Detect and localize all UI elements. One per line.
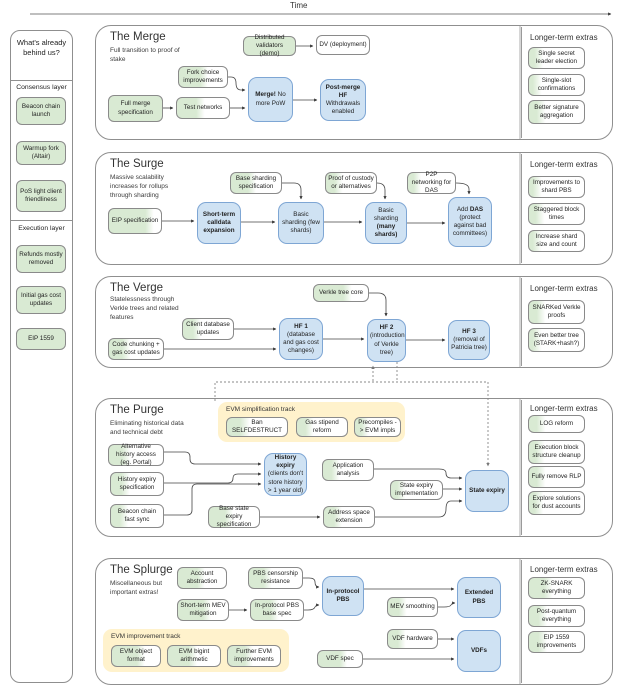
box-p2p-networking-das: P2P networking for DAS: [407, 171, 456, 194]
splurge-title: The Splurge: [110, 564, 173, 576]
box-hf3: HF 3 (removal of Patricia tree): [448, 320, 490, 360]
box-history-expiry-spec: History expiry specification: [110, 472, 164, 496]
purge-title: The Purge: [110, 404, 164, 416]
box-beacon-chain-launch: Beacon chain launch: [16, 97, 66, 125]
box-merge: Merge! No more PoW: [248, 77, 293, 122]
box-ban-selfdestruct: Ban SELFDESTRUCT: [226, 417, 288, 437]
box-code-chunking: Code chunking + gas cost updates: [108, 338, 164, 360]
box-evm-object-format: EVM object format: [111, 645, 161, 667]
sidebar-group-consensus: Consensus layer: [16, 84, 67, 91]
box-log-reform: LOG reform: [528, 415, 585, 433]
box-short-term-calldata: Short-term calldata expansion: [197, 202, 241, 244]
box-vdf-spec: VDF spec: [317, 650, 363, 668]
splurge-extras-title: Longer-term extras: [530, 565, 598, 574]
box-proof-of-custody: Proof of custody or alternatives: [325, 172, 377, 194]
merge-title: The Merge: [110, 31, 166, 43]
box-pbs-censorship-resistance: PBS censorship resistance: [248, 567, 303, 589]
verge-extras-title: Longer-term extras: [530, 284, 598, 293]
box-extended-pbs: Extended PBS: [457, 577, 501, 618]
box-execution-block-cleanup: Execution block structure cleanup: [528, 440, 585, 464]
box-in-protocol-pbs-base-spec: In-protocol PBS base spec: [250, 599, 304, 621]
extras-divider: [521, 560, 522, 683]
box-evm-bigint-arithmetic: EVM bigint arithmetic: [167, 645, 221, 667]
extras-divider: [521, 154, 522, 263]
box-hf1: HF 1 (database and gas cost changes): [279, 318, 323, 360]
box-hf2: HF 2 (introduction of Verkle tree): [367, 319, 406, 362]
panel-the-verge: [95, 276, 613, 368]
merge-extras-title: Longer-term extras: [530, 33, 598, 42]
extras-divider: [521, 400, 522, 535]
evm-simplification-track-label: EVM simplification track: [226, 406, 295, 413]
box-vdfs: VDFs: [457, 630, 501, 672]
box-basic-sharding-few: Basic sharding (few shards): [278, 202, 324, 244]
merge-subtitle: Full transition to proof of stake: [110, 47, 180, 63]
box-eip-1559-improvements: EIP 1559 improvements: [528, 631, 585, 653]
extras-divider: [521, 278, 522, 366]
time-axis-label: Time: [290, 1, 308, 10]
box-base-state-expiry-spec: Base state expiry specification: [208, 505, 260, 528]
box-precompiles-evm-impls: Precompiles -> EVM impls: [354, 417, 401, 437]
box-fork-choice: Fork choice improvements: [178, 66, 228, 88]
box-warmup-fork-altair: Warmup fork (Altair): [16, 141, 66, 165]
box-account-abstraction: Account abstraction: [177, 567, 227, 589]
box-post-merge-hf: Post-merge HF Withdrawals enabled: [320, 79, 366, 121]
box-improvements-shard-pbs: Improvements to shard PBS: [528, 176, 585, 198]
box-history-expiry: History expiry (clients don't store hist…: [264, 453, 307, 496]
box-refunds-removed: Refunds mostly removed: [16, 245, 66, 273]
box-address-space-extension: Address space extension: [323, 506, 375, 528]
box-base-sharding-spec: Base sharding specification: [230, 172, 282, 194]
box-better-signature-aggregation: Better signature aggregation: [528, 100, 585, 124]
box-vdf-hardware: VDF hardware: [387, 629, 438, 649]
box-post-quantum-everything: Post-quantum everything: [528, 605, 585, 627]
box-single-secret-leader: Single secret leader election: [528, 47, 585, 69]
sidebar-title: What's already behind us?: [16, 38, 67, 58]
verge-subtitle: Statelessness through Verkle trees and r…: [110, 296, 179, 321]
splurge-subtitle: Miscellaneous but important extras!: [110, 580, 163, 596]
box-add-das: Add DAS (protect against bad committees): [448, 197, 492, 247]
surge-subtitle: Massive scalability increases for rollup…: [110, 174, 169, 199]
box-application-analysis: Application analysis: [322, 459, 374, 481]
box-verkle-tree-core: Verkle tree core: [313, 284, 369, 302]
box-increase-shard-size: Increase shard size and count: [528, 230, 585, 252]
surge-extras-title: Longer-term extras: [530, 160, 598, 169]
box-staggered-block-times: Staggered block times: [528, 203, 585, 225]
box-eip-specification: EIP specification: [108, 208, 162, 234]
box-snarked-verkle-proofs: SNARKed Verkle proofs: [528, 300, 585, 324]
box-initial-gas-updates: Initial gas cost updates: [16, 286, 66, 314]
box-state-expiry-implementation: State expiry implementation: [390, 480, 443, 500]
box-beacon-chain-fast-sync: Beacon chain fast sync: [110, 504, 164, 528]
box-further-evm-improvements: Further EVM improvements: [227, 645, 281, 667]
box-fully-remove-rlp: Fully remove RLP: [528, 466, 585, 488]
panel-the-surge: [95, 152, 613, 265]
box-state-expiry: State expiry: [465, 470, 509, 512]
box-full-merge-spec: Full merge specification: [108, 95, 163, 122]
box-dv-deployment: DV (deployment): [316, 35, 370, 55]
purge-extras-title: Longer-term extras: [530, 404, 598, 413]
sidebar-divider: [10, 80, 73, 81]
box-gas-stipend-reform: Gas stipend reform: [296, 417, 348, 437]
box-single-slot-confirmations: Single-slot confirmations: [528, 74, 585, 96]
box-in-protocol-pbs: In-protocol PBS: [322, 576, 364, 616]
box-zk-snark-everything: ZK-SNARK everything: [528, 577, 585, 599]
sidebar-divider: [10, 220, 73, 221]
surge-title: The Surge: [110, 158, 164, 170]
box-explore-dust-accounts: Explore solutions for dust accounts: [528, 491, 585, 515]
box-client-database-updates: Client database updates: [182, 318, 234, 340]
evm-improvement-track-label: EVM improvement track: [111, 633, 181, 640]
box-alternative-history-access: Alternative history access (eg. Portal): [108, 443, 164, 466]
box-distributed-validators: Distributed validators (demo): [243, 34, 296, 57]
box-mev-smoothing: MEV smoothing: [387, 597, 438, 617]
box-even-better-tree: Even better tree (STARK+hash?): [528, 328, 585, 352]
purge-subtitle: Eliminating historical data and technica…: [110, 420, 184, 436]
sidebar-behind-us: [10, 30, 73, 683]
sidebar-group-execution: Execution layer: [18, 225, 65, 232]
box-pos-light-client: PoS light client friendliness: [16, 180, 66, 212]
verge-title: The Verge: [110, 282, 164, 294]
box-short-term-mev-mitigation: Short-term MEV mitigation: [177, 599, 229, 621]
box-eip-1559: EIP 1559: [16, 328, 66, 350]
box-basic-sharding-many: Basic sharding (many shards): [365, 202, 407, 244]
extras-divider: [521, 27, 522, 138]
box-test-networks: Test networks: [176, 97, 230, 119]
